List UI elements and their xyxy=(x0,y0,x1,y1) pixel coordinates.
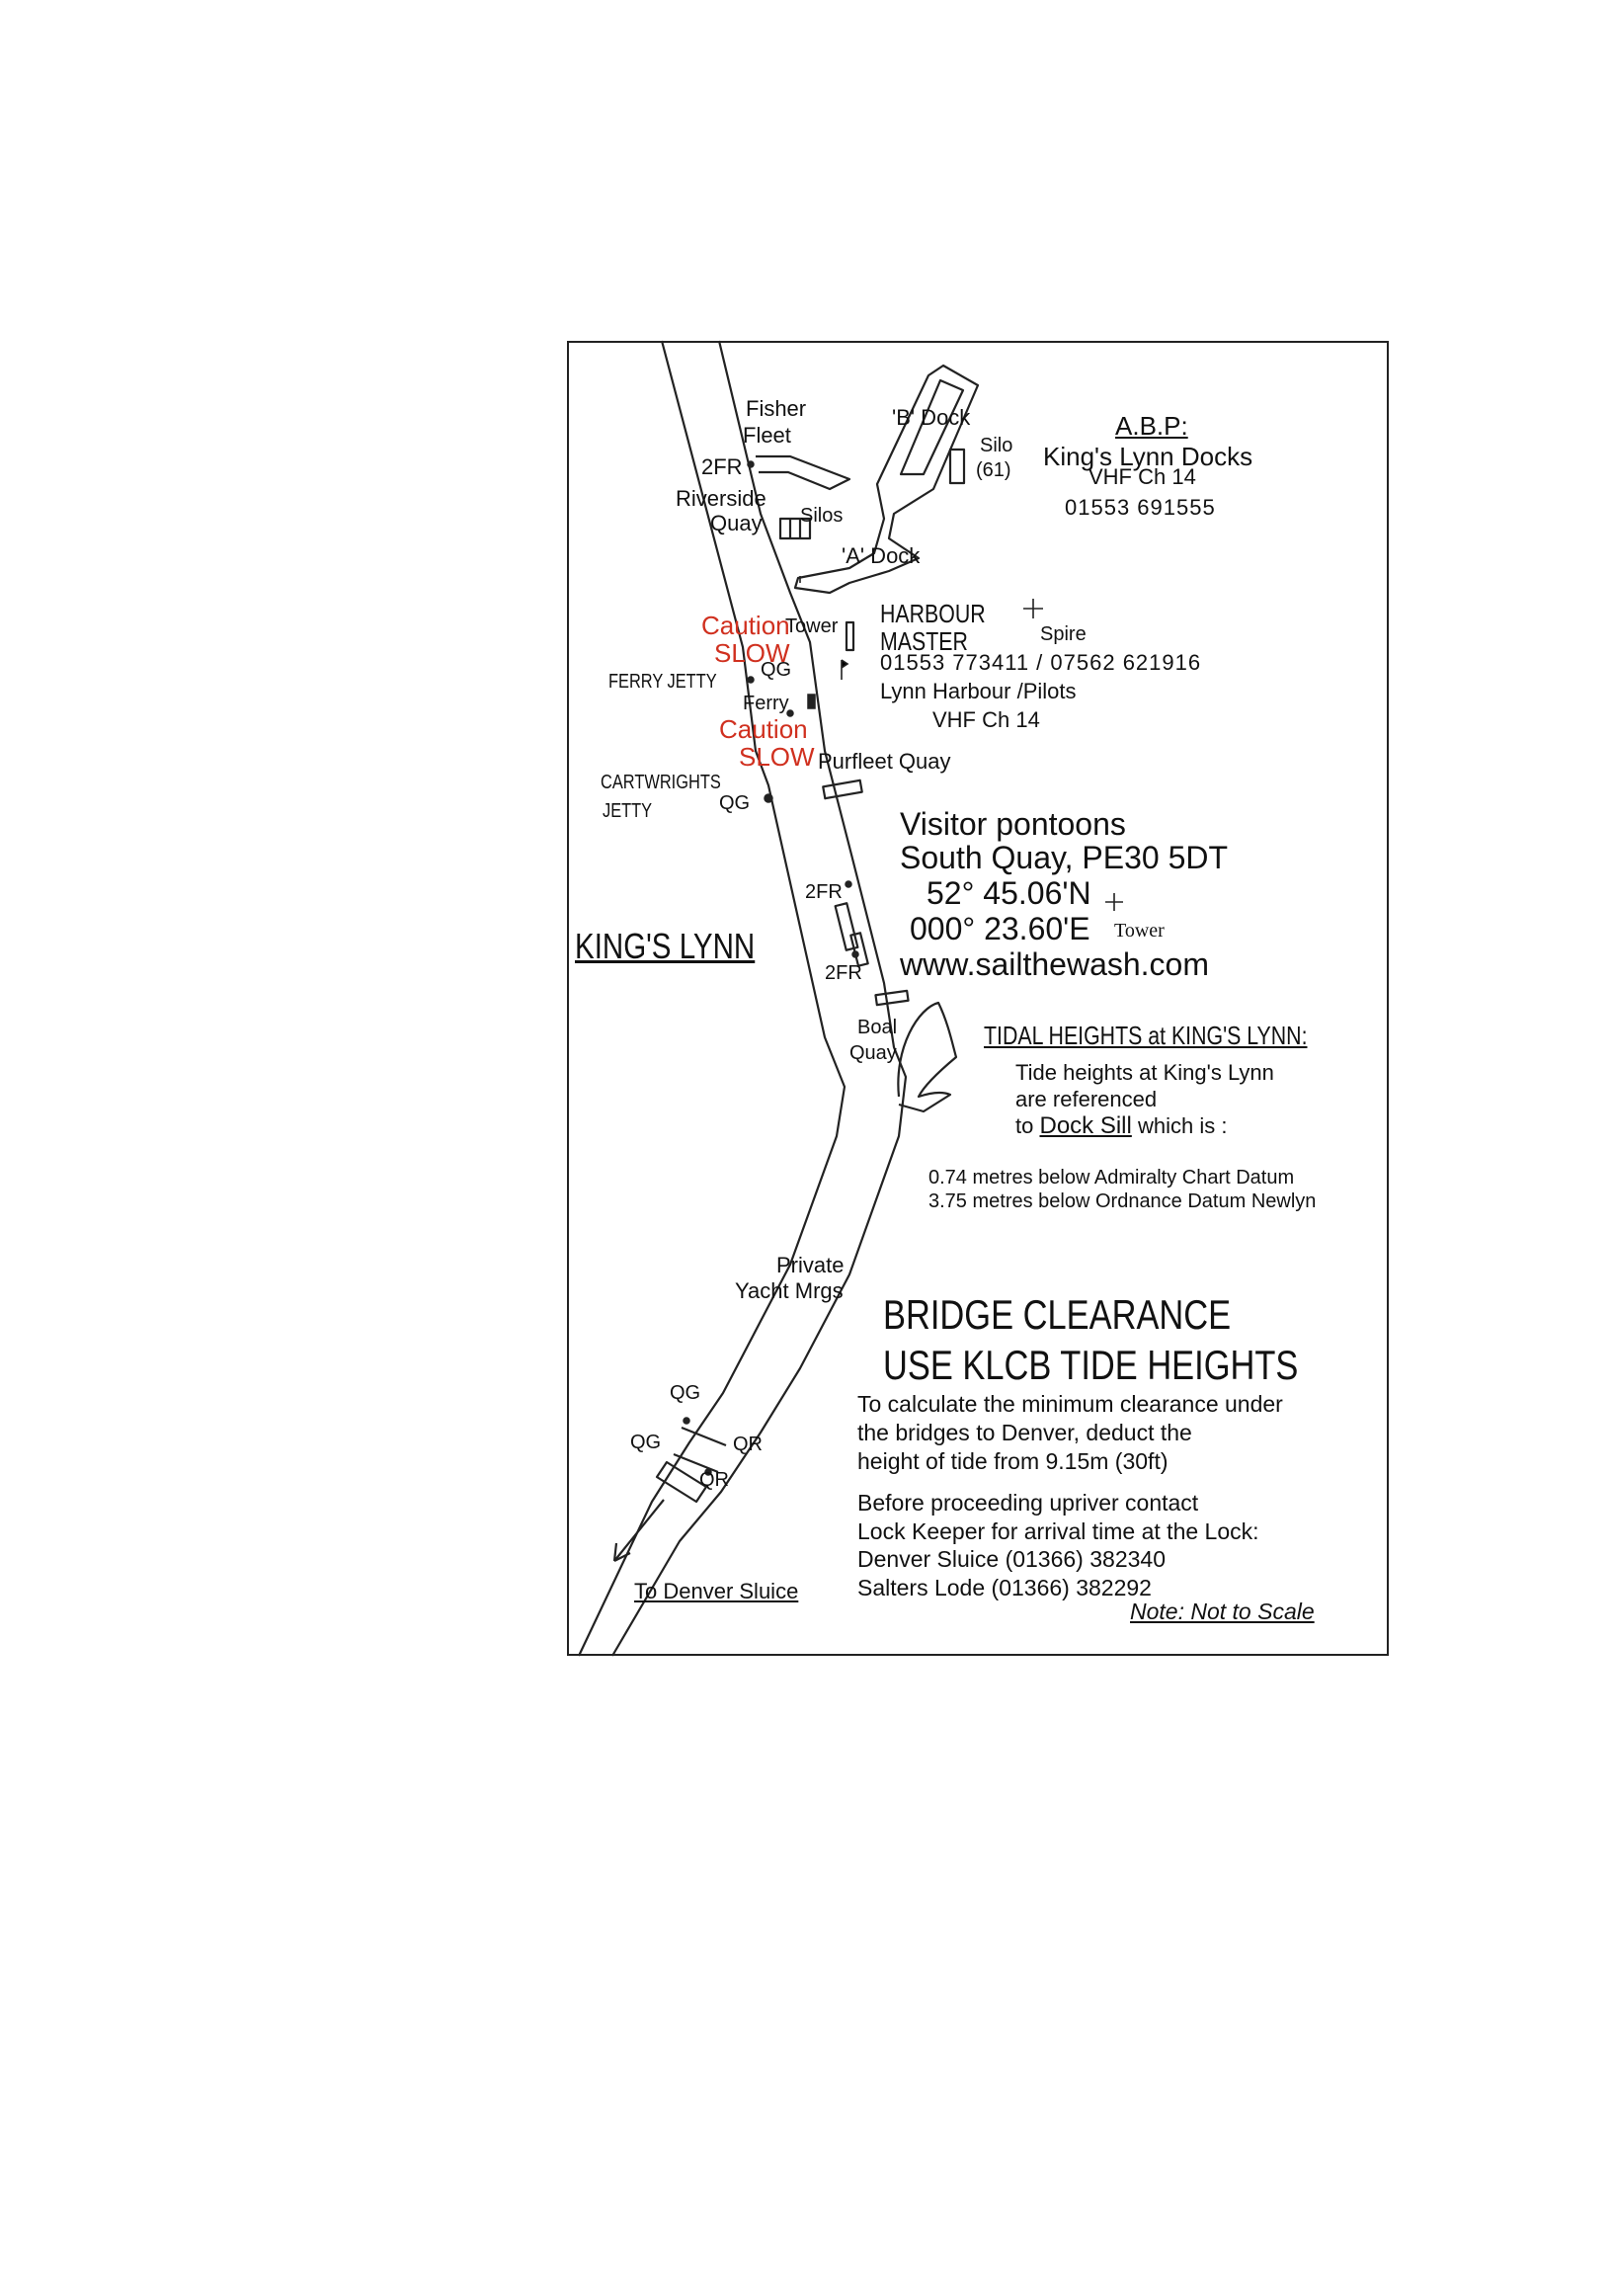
ferry-label: Ferry xyxy=(743,693,789,714)
bridge-calc3: height of tide from 9.15m (30ft) xyxy=(857,1448,1169,1474)
boal-label: Boal xyxy=(857,1017,898,1038)
hm-phone: 01553 773411 / 07562 621916 xyxy=(880,650,1202,675)
qg-cartwrights-label: QG xyxy=(719,792,751,814)
hm-vhf: VHF Ch 14 xyxy=(932,707,1040,732)
hm-line2: MASTER xyxy=(880,626,968,656)
silo-label: Silo xyxy=(980,435,1013,456)
purfleet-quay-label: Purfleet Quay xyxy=(818,749,951,774)
bridge-before2: Lock Keeper for arrival time at the Lock… xyxy=(857,1518,1259,1544)
tidal-line3: to Dock Sill which is : xyxy=(1015,1114,1227,1138)
silos-label: Silos xyxy=(800,505,844,527)
dock-sill-label: Dock Sill xyxy=(1039,1112,1132,1139)
tower-cross-icon xyxy=(1105,893,1123,911)
caution-label-1: Caution xyxy=(701,611,790,640)
tidal-line1: Tide heights at King's Lynn xyxy=(1015,1060,1274,1085)
purfleet-pontoon xyxy=(822,779,863,800)
to-denver-label: To Denver Sluice xyxy=(634,1579,799,1603)
qr-bridge-label-1: QR xyxy=(733,1434,763,1455)
visitor-lon: 000° 23.60'E xyxy=(910,911,1090,946)
cartwrights-label: CARTWRIGHTS xyxy=(601,772,721,793)
spire-cross-icon xyxy=(1023,599,1043,618)
tidal-title: TIDAL HEIGHTS at KING'S LYNN: xyxy=(984,1021,1308,1050)
salters-lode-contact: Salters Lode (01366) 382292 xyxy=(857,1575,1152,1600)
ferry-jetty-marker xyxy=(807,694,816,709)
abp-phone: 01553 691555 xyxy=(1065,495,1216,520)
fr-upper-label: 2FR xyxy=(701,454,743,479)
abp-name: King's Lynn Docks xyxy=(1043,442,1253,471)
light-qg-cartwrights xyxy=(764,793,773,803)
ferry-jetty-label: FERRY JETTY xyxy=(608,671,717,693)
b-dock-outline xyxy=(793,364,980,595)
bridge-title2: USE KLCB TIDE HEIGHTS xyxy=(883,1342,1299,1388)
fr-mid-label: 2FR xyxy=(805,881,843,903)
light-ferry xyxy=(786,709,794,717)
private-label: Private xyxy=(776,1253,845,1277)
visitor-web[interactable]: www.sailthewash.com xyxy=(900,946,1209,982)
tower-label: Tower xyxy=(785,615,839,637)
qg-bridge-label-2: QG xyxy=(630,1432,662,1453)
visitor-title: Visitor pontoons xyxy=(900,806,1126,842)
hm-line1: HARBOUR xyxy=(880,599,986,628)
boal-quay-label: Quay xyxy=(849,1042,897,1064)
tidal-line3-suffix: which is : xyxy=(1137,1113,1228,1138)
light-2fr-mid xyxy=(845,880,852,888)
caution-label-2: Caution xyxy=(719,714,808,744)
abp-vhf: VHF Ch 14 xyxy=(1088,464,1196,489)
fisher-fleet-label-1: Fisher xyxy=(746,396,807,421)
qg-ferry-label: QG xyxy=(761,659,792,681)
silos-marker xyxy=(778,517,812,540)
spire-label: Spire xyxy=(1040,623,1087,645)
b-dock-basin xyxy=(899,378,965,476)
light-qg-ferry xyxy=(747,676,755,684)
quay-label: Quay xyxy=(710,511,763,535)
tidal-datum2: 3.75 metres below Ordnance Datum Newlyn xyxy=(928,1190,1317,1212)
visitor-tower-label: Tower xyxy=(1114,920,1165,942)
slow-label-1: SLOW xyxy=(714,638,790,668)
chart-frame xyxy=(567,341,1389,1656)
light-qg-bridge xyxy=(683,1417,690,1425)
visitor-pontoon xyxy=(834,902,859,951)
a-dock-label: 'A' Dock xyxy=(842,543,921,568)
boal-quay-pontoon xyxy=(874,989,910,1007)
bridge-1 xyxy=(681,1426,727,1447)
silo-61-label: (61) xyxy=(976,459,1011,481)
light-2fr-lower xyxy=(851,950,859,958)
slow-label-2: SLOW xyxy=(739,742,815,772)
hm-pilots: Lynn Harbour /Pilots xyxy=(880,679,1077,703)
visitor-address: South Quay, PE30 5DT xyxy=(900,840,1229,875)
denver-sluice-contact: Denver Sluice (01366) 382340 xyxy=(857,1546,1166,1572)
abp-title: A.B.P: xyxy=(1115,411,1188,441)
nar-outfall xyxy=(897,1001,958,1113)
silo-61-marker xyxy=(948,448,966,485)
bridge-calc1: To calculate the minimum clearance under xyxy=(857,1391,1283,1417)
tower-marker xyxy=(845,620,855,652)
not-to-scale-note: Note: Not to Scale xyxy=(1130,1599,1315,1624)
fr-lower-label: 2FR xyxy=(825,962,862,984)
tidal-line3-prefix: to xyxy=(1015,1113,1034,1138)
riverside-label: Riverside xyxy=(676,486,766,511)
fisher-fleet-inlet xyxy=(756,454,851,491)
direction-arrow xyxy=(613,1499,665,1562)
visitor-lat: 52° 45.06'N xyxy=(927,875,1091,911)
bridge-2 xyxy=(673,1452,719,1474)
hm-flag-icon xyxy=(841,659,849,680)
light-qr-bridge xyxy=(704,1468,712,1476)
bridge-calc2: the bridges to Denver, deduct the xyxy=(857,1420,1192,1445)
b-dock-label: 'B' Dock xyxy=(892,405,971,430)
tidal-datum1: 0.74 metres below Admiralty Chart Datum xyxy=(928,1167,1295,1189)
light-2fr-upper xyxy=(747,460,755,468)
jetty-label: JETTY xyxy=(603,800,653,822)
river-west-bank xyxy=(578,340,846,1657)
kings-lynn-label: KING'S LYNN xyxy=(575,926,756,966)
qr-bridge-label-2: QR xyxy=(699,1469,729,1491)
bridge-title1: BRIDGE CLEARANCE xyxy=(883,1291,1232,1338)
tidal-line2: are referenced xyxy=(1015,1087,1158,1111)
fisher-fleet-label-2: Fleet xyxy=(743,423,791,448)
yacht-mrgs-label: Yacht Mrgs xyxy=(735,1278,844,1303)
qg-bridge-label-1: QG xyxy=(670,1382,701,1404)
bridge-before1: Before proceeding upriver contact xyxy=(857,1490,1199,1516)
